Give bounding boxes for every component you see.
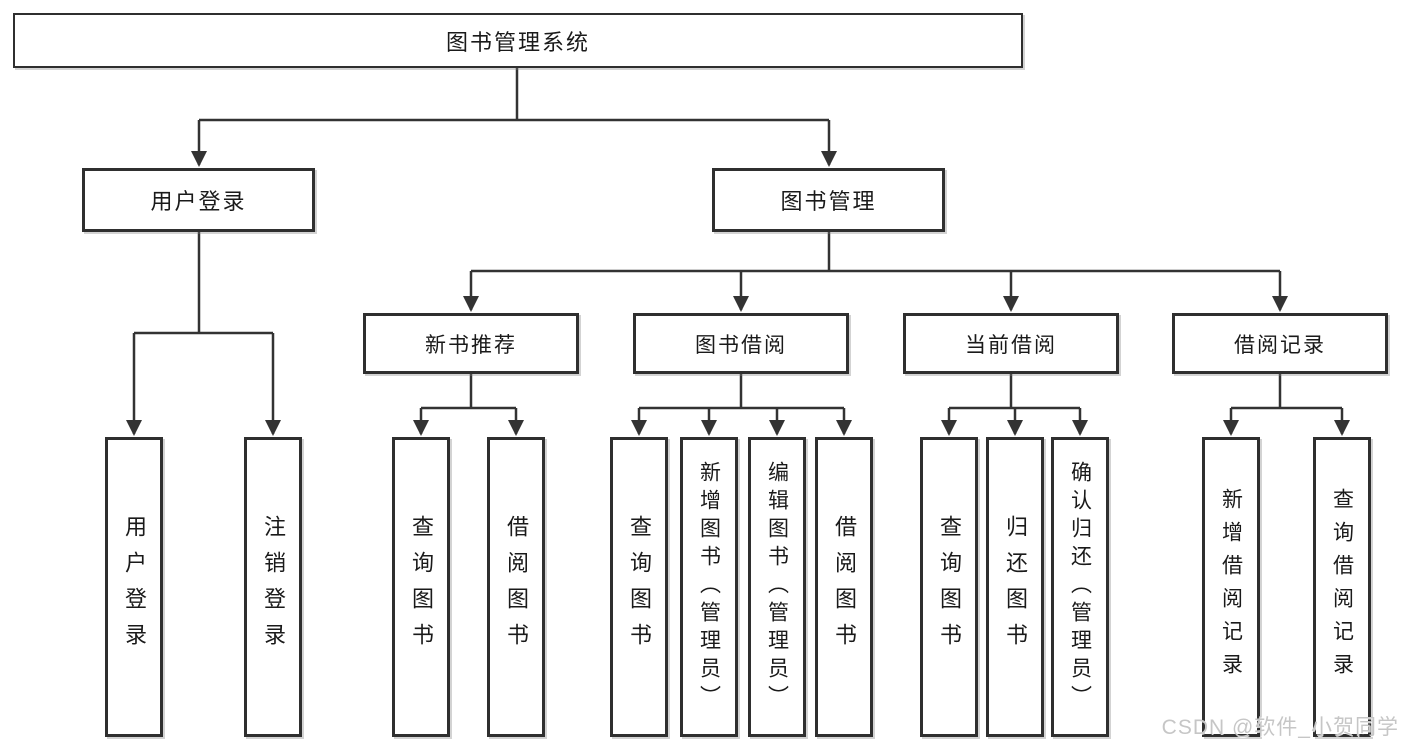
node-book-management: 图书管理: [712, 168, 945, 232]
leaf-user-login: 用户登录: [105, 437, 163, 737]
leaf-return-book: 归还图书: [986, 437, 1044, 737]
node-borrow-records: 借阅记录: [1172, 313, 1388, 374]
leaf-query-books-current-label: 查询图书: [937, 515, 962, 659]
leaf-logout-login: 注销登录: [244, 437, 302, 737]
leaf-user-login-label: 用户登录: [122, 515, 147, 659]
leaf-query-books-recommend: 查询图书: [392, 437, 450, 737]
node-current-borrow: 当前借阅: [903, 313, 1119, 374]
leaf-confirm-return-admin-label: 确认归还（管理员）: [1068, 461, 1092, 713]
node-borrow-records-label: 借阅记录: [1234, 333, 1326, 357]
csdn-watermark: CSDN @软件_小贺同学: [1161, 716, 1399, 739]
node-book-borrow-label: 图书借阅: [695, 333, 787, 357]
leaf-edit-book-admin: 编辑图书（管理员）: [748, 437, 806, 737]
node-new-book-recommend: 新书推荐: [363, 313, 579, 374]
node-current-borrow-label: 当前借阅: [965, 333, 1057, 357]
node-new-book-recommend-label: 新书推荐: [425, 333, 517, 357]
leaf-query-books-current: 查询图书: [920, 437, 978, 737]
leaf-query-books-recommend-label: 查询图书: [409, 515, 434, 659]
leaf-confirm-return-admin: 确认归还（管理员）: [1051, 437, 1109, 737]
leaf-query-books-borrow: 查询图书: [610, 437, 668, 737]
node-root-system: 图书管理系统: [13, 13, 1023, 68]
node-book-management-label: 图书管理: [780, 189, 877, 214]
leaf-borrow-books-borrow-label: 借阅图书: [832, 515, 857, 659]
node-user-login: 用户登录: [82, 168, 315, 232]
leaf-query-borrow-record: 查询借阅记录: [1313, 437, 1371, 737]
node-user-login-label: 用户登录: [150, 189, 247, 214]
leaf-borrow-books-recommend: 借阅图书: [487, 437, 545, 737]
node-root-system-label: 图书管理系统: [445, 29, 590, 55]
leaf-add-borrow-record-label: 新增借阅记录: [1219, 488, 1243, 686]
leaf-return-book-label: 归还图书: [1003, 515, 1028, 659]
node-book-borrow: 图书借阅: [633, 313, 849, 374]
leaf-query-borrow-record-label: 查询借阅记录: [1330, 488, 1354, 686]
leaf-edit-book-admin-label: 编辑图书（管理员）: [765, 461, 789, 713]
leaf-logout-login-label: 注销登录: [261, 515, 286, 659]
leaf-borrow-books-recommend-label: 借阅图书: [504, 515, 529, 659]
leaf-add-book-admin-label: 新增图书（管理员）: [697, 461, 721, 713]
leaf-query-books-borrow-label: 查询图书: [627, 515, 652, 659]
leaf-add-book-admin: 新增图书（管理员）: [680, 437, 738, 737]
leaf-add-borrow-record: 新增借阅记录: [1202, 437, 1260, 737]
leaf-borrow-books-borrow: 借阅图书: [815, 437, 873, 737]
